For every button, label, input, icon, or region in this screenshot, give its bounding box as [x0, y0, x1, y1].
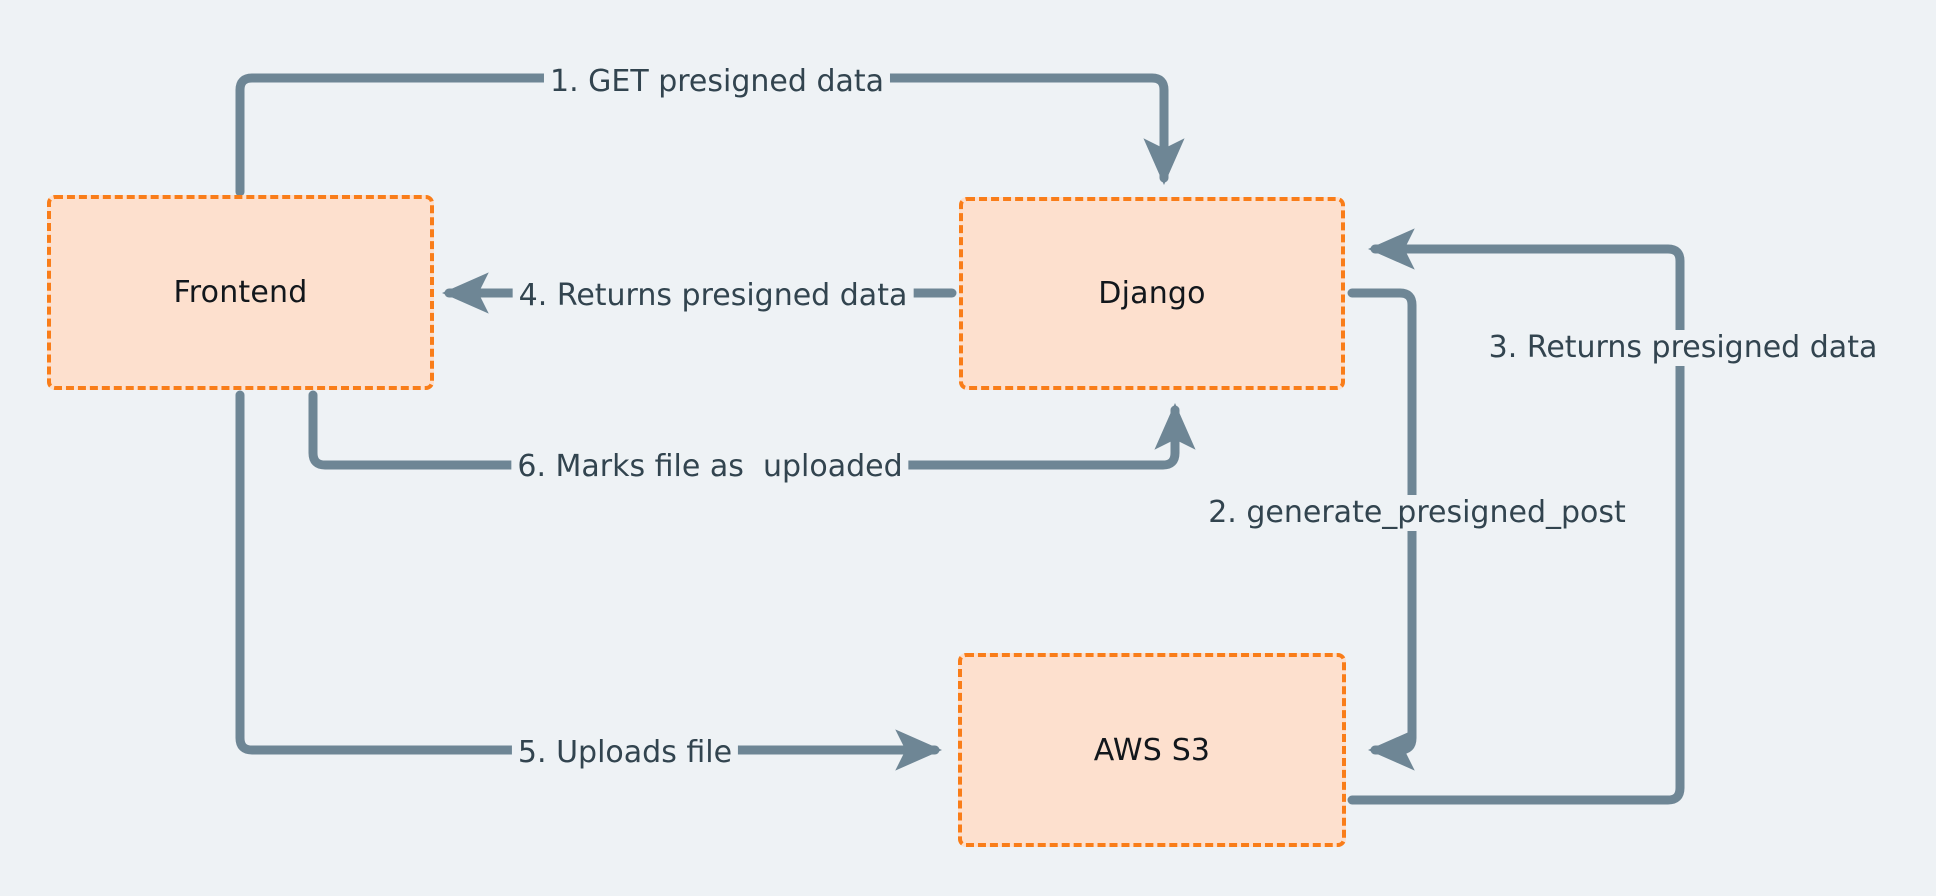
- edge-label-2: 2. generate_presigned_post: [1202, 495, 1632, 531]
- node-frontend[interactable]: Frontend: [47, 195, 434, 390]
- edge-label-3: 3. Returns presigned data: [1482, 330, 1884, 366]
- edge-label-4: 4. Returns presigned data: [512, 278, 914, 314]
- edge-label-5: 5. Uploads file: [511, 735, 739, 771]
- node-aws-s3[interactable]: AWS S3: [958, 653, 1346, 847]
- edge-5-path: [235, 390, 943, 771]
- edge-label-6: 6. Marks file as uploaded: [511, 449, 909, 485]
- node-django[interactable]: Django: [959, 197, 1345, 390]
- edge-3-path: [1347, 228, 1685, 805]
- edge-label-1: 1. GET presigned data: [543, 64, 891, 100]
- node-frontend-label: Frontend: [173, 275, 308, 310]
- node-aws-s3-label: AWS S3: [1093, 732, 1211, 768]
- node-django-label: Django: [1098, 276, 1206, 311]
